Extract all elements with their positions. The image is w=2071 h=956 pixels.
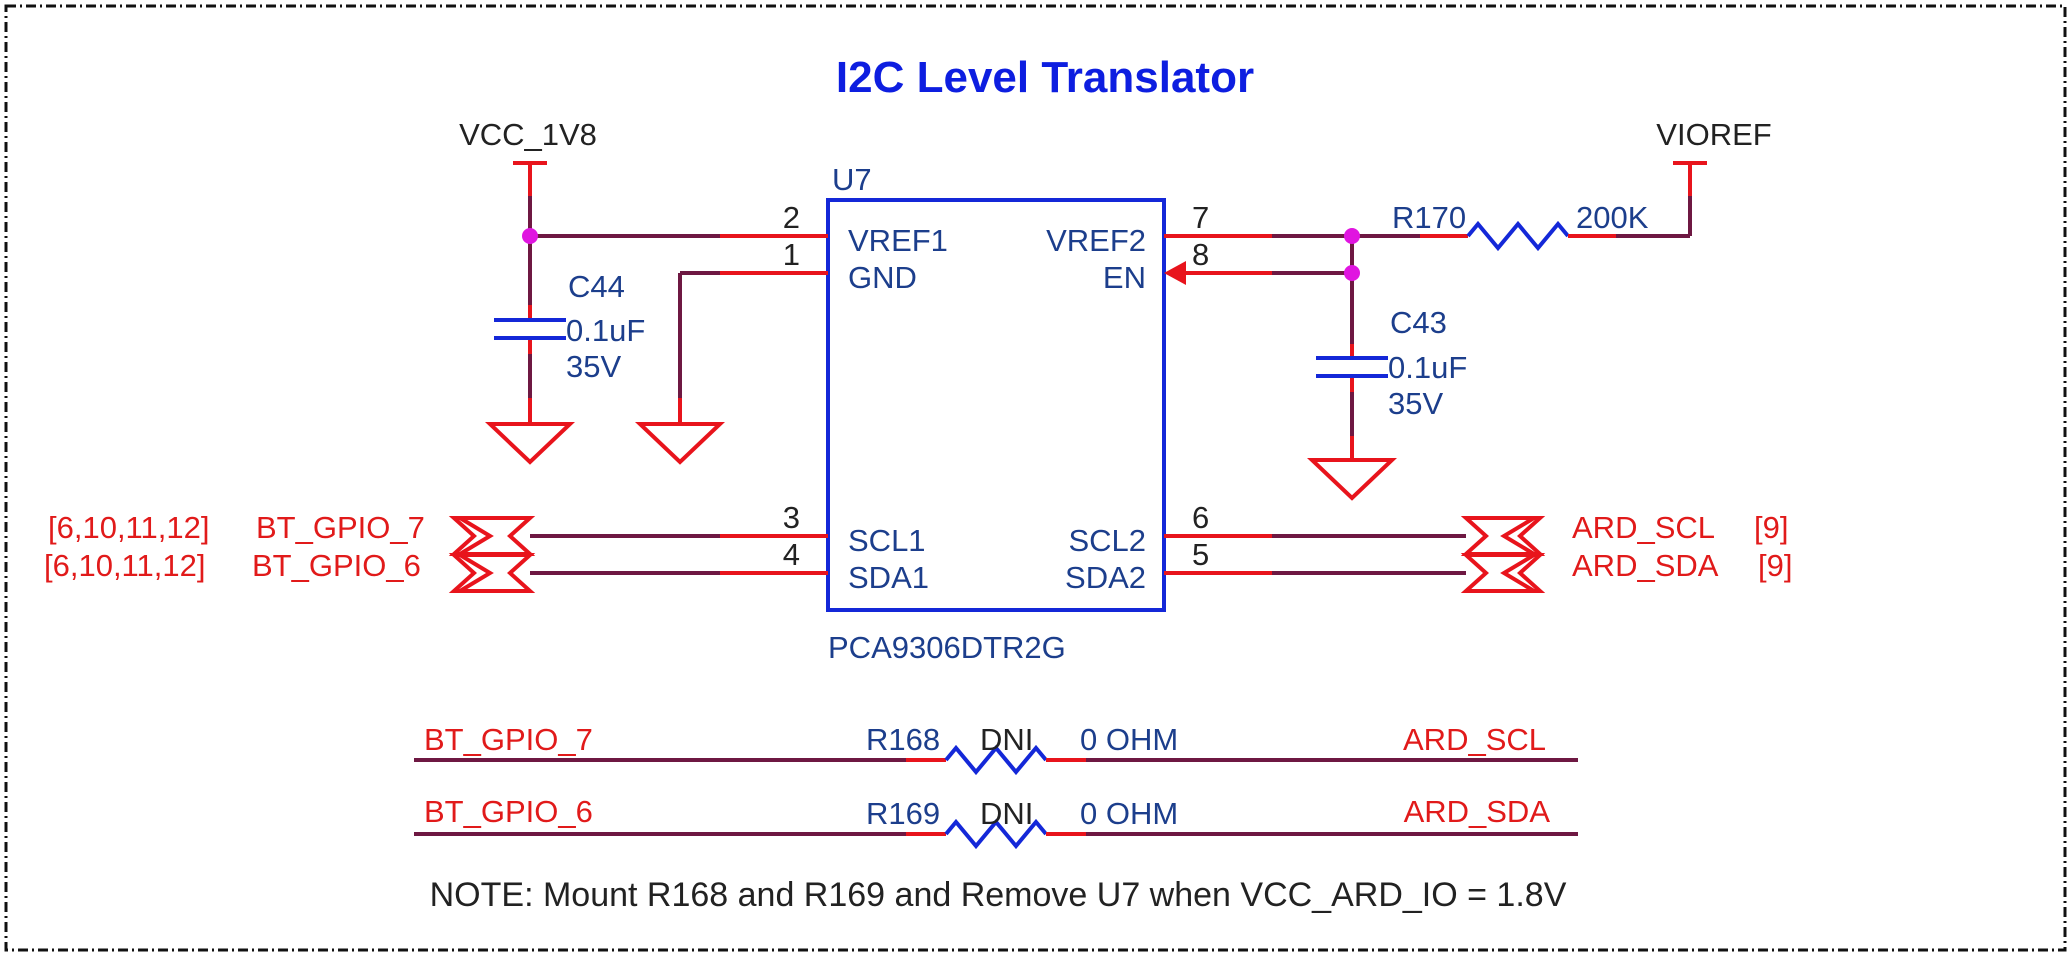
r169-value: 0 OHM [1080,796,1178,831]
mounting-note: NOTE: Mount R168 and R169 and Remove U7 … [430,876,1567,914]
port-symbol-bt-gpio-6-inner [458,553,494,593]
pin-name-en: EN [1103,260,1146,295]
net-refs-ard-sda: [9] [1758,548,1792,583]
bypass-net-ard-scl: ARD_SCL [1403,722,1546,757]
bypass-r169: BT_GPIO_6 ARD_SDA R169 DNI 0 OHM [414,794,1578,850]
net-label-ard-scl: ARD_SCL [1572,510,1715,545]
net-refs-ard-scl: [9] [1754,510,1788,545]
r168-body [944,744,1048,776]
port-symbol-ard-sda-outer [1460,553,1546,593]
bypass-net-bt-gpio-6: BT_GPIO_6 [424,794,593,829]
port-symbol-bt-gpio-7-inner [458,516,494,556]
diagram-title: I2C Level Translator [836,53,1254,102]
pin-name-sda2: SDA2 [1065,560,1146,595]
junction-vcc-1v8 [522,228,538,244]
net-refs-bt-gpio-7: [6,10,11,12] [48,510,209,545]
frame-border [4,4,2067,952]
junction-en [1344,265,1360,281]
pin-number-2: 2 [783,200,800,235]
c44-value: 0.1uF [566,313,645,348]
pin-name-gnd: GND [848,260,917,295]
pin-number-7: 7 [1192,200,1209,235]
r170-refdes: R170 [1392,200,1466,235]
bypass-net-ard-sda: ARD_SDA [1404,794,1551,829]
r169-refdes: R169 [866,796,940,831]
pin-name-scl2: SCL2 [1068,523,1146,558]
r168-value: 0 OHM [1080,722,1178,757]
pin-number-4: 4 [783,537,800,572]
vcc-1v8-section: VCC_1V8 C44 0.1uF 35V [459,117,720,465]
pin-number-3: 3 [783,500,800,535]
ground-symbol-c44 [484,422,576,465]
c43-voltage: 35V [1388,386,1443,421]
net-refs-bt-gpio-6: [6,10,11,12] [44,548,205,583]
pin-number-1: 1 [783,237,800,272]
gnd-pin-section [634,271,726,465]
r170-value: 200K [1576,200,1649,235]
c43-value: 0.1uF [1388,350,1467,385]
pin-name-sda1: SDA1 [848,560,929,595]
net-label-bt-gpio-7: BT_GPIO_7 [256,510,425,545]
bypass-net-bt-gpio-7: BT_GPIO_7 [424,722,593,757]
port-symbol-bt-gpio-6-outer [448,553,536,593]
ic-u7: U7 PCA9306DTR2G VREF1 GND SCL1 SDA1 VREF… [720,162,1272,665]
pin-name-vref1: VREF1 [848,223,948,258]
ic-refdes: U7 [832,162,872,197]
r169-dni: DNI [980,796,1033,831]
pin-number-8: 8 [1192,237,1209,272]
power-label-vioref: VIOREF [1656,117,1771,152]
c44-voltage: 35V [566,349,621,384]
vioref-section: VIOREF R170 200K C43 0.1uF 35V [1272,117,1772,501]
r168-dni: DNI [980,722,1033,757]
r168-refdes: R168 [866,722,940,757]
ground-symbol-u7 [634,422,726,465]
pin-name-vref2: VREF2 [1046,223,1146,258]
net-label-bt-gpio-6: BT_GPIO_6 [252,548,421,583]
pin-name-scl1: SCL1 [848,523,926,558]
c44-refdes: C44 [568,269,625,304]
en-input-arrow [1164,261,1186,285]
junction-vref2 [1344,228,1360,244]
port-symbol-ard-sda-inner [1500,553,1536,593]
port-symbol-ard-scl-inner [1500,516,1536,556]
ground-symbol-c43 [1306,458,1398,501]
pin-number-6: 6 [1192,500,1209,535]
right-signal-ports: ARD_SCL [9] ARD_SDA [9] [1272,510,1792,593]
pin-number-5: 5 [1192,537,1209,572]
net-label-ard-sda: ARD_SDA [1572,548,1719,583]
bypass-r168: BT_GPIO_7 ARD_SCL R168 DNI 0 OHM [414,722,1578,776]
r169-body [944,818,1048,850]
ic-part-number: PCA9306DTR2G [828,630,1066,665]
ic-body [826,198,1166,612]
c43-refdes: C43 [1390,305,1447,340]
left-signal-ports: [6,10,11,12] BT_GPIO_7 [6,10,11,12] BT_G… [44,510,720,593]
power-label-vcc-1v8: VCC_1V8 [459,117,597,152]
r170-body [1466,220,1570,252]
